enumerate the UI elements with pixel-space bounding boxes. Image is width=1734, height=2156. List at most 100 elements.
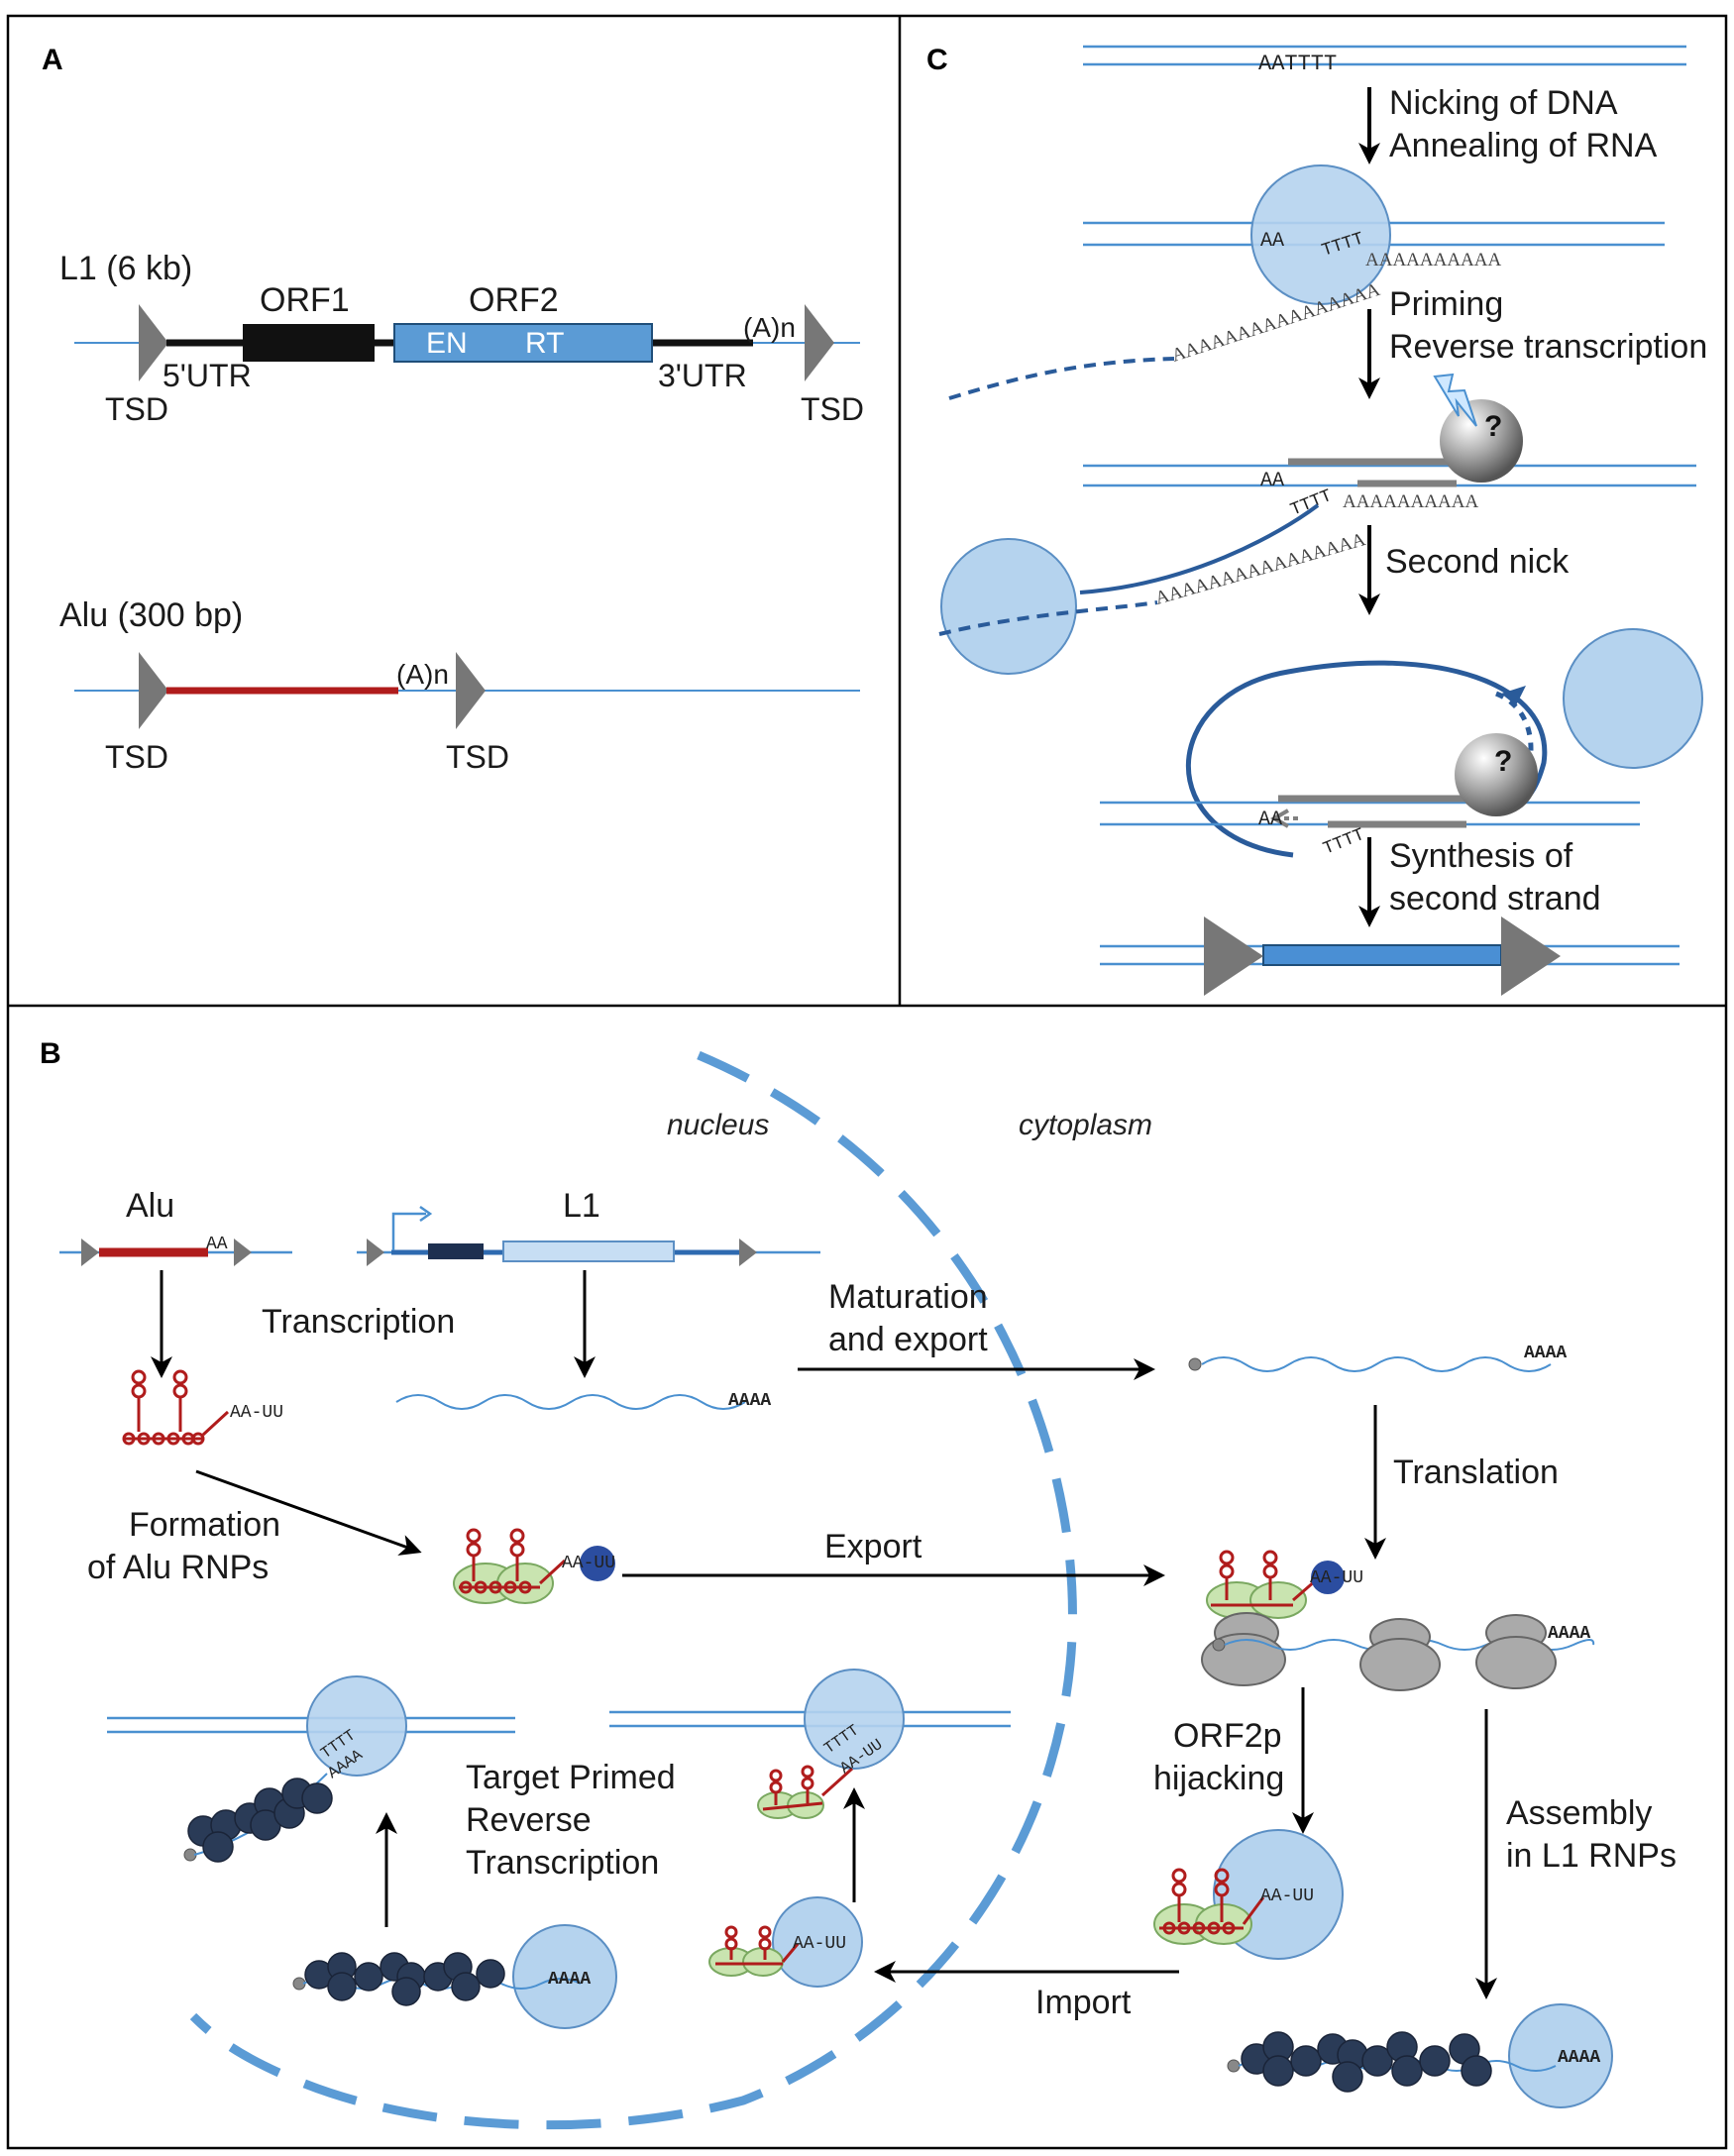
c-step1-line1: Nicking of DNA — [1389, 84, 1618, 122]
alu-polya-label: (A)n — [396, 659, 449, 690]
b-orf2p-line1: ORF2p — [1173, 1717, 1282, 1755]
alu-tsd-right-triangle — [456, 652, 486, 729]
l1-tsd-right-label: TSD — [801, 391, 864, 427]
b-cap-cyto — [1188, 1357, 1202, 1371]
c-loop-rna — [1186, 660, 1548, 858]
c-tttt-2: TTTT — [1288, 486, 1336, 521]
orf1-box — [243, 324, 375, 362]
c-tttt-3: TTTT — [1321, 825, 1368, 860]
b-tprt-line2: Reverse — [466, 1801, 592, 1839]
c-rnp-bubble-3 — [1563, 628, 1703, 769]
b-import-tail: AA-UU — [793, 1934, 846, 1954]
c-rnp-bubble-1 — [1250, 164, 1391, 305]
c-loop-dashed — [1494, 691, 1534, 809]
nucleus-label: nucleus — [667, 1109, 769, 1141]
c-rnp-bubble-2 — [940, 538, 1077, 675]
b-alu-aa: AA — [206, 1235, 228, 1254]
c-step4-line2: second strand — [1389, 880, 1601, 917]
orf1-label: ORF1 — [260, 281, 350, 319]
c-loop-arrowhead — [1501, 686, 1526, 705]
b-formation-line2: of Alu RNPs — [87, 1549, 269, 1586]
b-promoter-arrowhead — [419, 1205, 433, 1223]
alu-title: Alu (300 bp) — [59, 596, 243, 634]
b-hijacked-alu-rnp — [1153, 1829, 1344, 1960]
b-l1-orf1 — [428, 1243, 484, 1259]
alu-tsd-left-triangle — [139, 652, 168, 729]
b-l1-gene-label: L1 — [563, 1187, 600, 1225]
b-assembly-line2: in L1 RNPs — [1506, 1837, 1677, 1875]
l1-polya-label: (A)n — [743, 312, 796, 343]
c-final-tsd-left — [1204, 916, 1263, 996]
l1-title: L1 (6 kb) — [59, 250, 192, 287]
cytoplasm-label: cytoplasm — [1019, 1109, 1152, 1141]
orf2-box — [393, 323, 653, 363]
b-arrow-formation — [195, 1469, 422, 1556]
c-endonuclease-ball-1 — [1440, 399, 1523, 483]
utr3-label: 3'UTR — [658, 358, 747, 393]
panel-c: AATTTT Nicking of DNA Annealing of RNA A… — [938, 45, 1707, 996]
c-aa-1: AA — [1260, 230, 1284, 253]
c-question-1: ? — [1484, 410, 1502, 443]
b-export-label: Export — [824, 1528, 922, 1565]
c-final-insert-bar — [1262, 944, 1502, 966]
b-l1-orf2 — [502, 1240, 675, 1262]
rt-domain-label: RT — [525, 327, 564, 360]
c-step1-line2: Annealing of RNA — [1389, 127, 1658, 164]
b-srp-9-14-dot — [580, 1546, 615, 1581]
nuclear-envelope — [189, 1050, 1077, 2130]
b-l1-tsd-l — [367, 1239, 384, 1266]
b-ribo-tail: AA-UU — [1310, 1568, 1363, 1588]
b-alu-rnp — [453, 1528, 615, 1604]
c-aa-2: AA — [1260, 470, 1284, 492]
b-aaaa-import: AAAA — [548, 1970, 591, 1990]
alu-tsd-right-label: TSD — [446, 739, 509, 775]
panel-b-label: B — [40, 1037, 61, 1070]
c-rna-dashed-1 — [948, 357, 1175, 400]
b-hijack-tail: AA-UU — [1260, 1886, 1314, 1906]
c-synthesis-arrowhead — [1269, 808, 1289, 828]
c-step4-line1: Synthesis of — [1389, 837, 1573, 875]
c-polya-2b: AAAAAAAAAA — [1343, 491, 1478, 512]
b-alu-gene-label: Alu — [126, 1187, 174, 1225]
l1-tsd-left-triangle — [139, 304, 168, 381]
b-aaaa-nuclear: AAAA — [728, 1391, 771, 1411]
l1-tsd-right-triangle — [805, 304, 834, 381]
l1-tsd-left-label: TSD — [105, 391, 168, 427]
b-tprt-left-scene — [107, 1675, 515, 1863]
b-formation-line1: Formation — [129, 1506, 280, 1544]
panel-a-label: A — [42, 44, 63, 76]
b-maturation-line1: Maturation — [828, 1278, 988, 1316]
c-polya-1b: AAAAAAAAAA — [1365, 250, 1501, 270]
b-transcription-label: Transcription — [262, 1303, 455, 1341]
orf2-label: ORF2 — [469, 281, 559, 319]
c-step3: Second nick — [1385, 543, 1570, 581]
b-aaaa-cyto: AAAA — [1524, 1344, 1567, 1363]
utr5-label: 5'UTR — [163, 358, 252, 393]
b-assembly-line1: Assembly — [1506, 1794, 1652, 1832]
c-rna-solid-2 — [1079, 503, 1320, 594]
c-step2-line1: Priming — [1389, 285, 1503, 323]
b-aaaa-ribo: AAAA — [1548, 1624, 1590, 1644]
b-tprt-right-scene — [609, 1669, 1011, 1819]
b-translation-label: Translation — [1393, 1454, 1559, 1491]
b-aaaa-l1rnp: AAAA — [1558, 2048, 1600, 2068]
en-domain-label: EN — [426, 327, 468, 360]
alu-tsd-left-label: TSD — [105, 739, 168, 775]
b-l1-mrna-cyto — [1201, 1356, 1552, 1372]
b-alu-rna-structure — [122, 1369, 230, 1446]
c-aa-3: AA — [1258, 808, 1282, 831]
b-alu-rna-tail: AA-UU — [230, 1403, 283, 1423]
b-alu-tsd-l — [81, 1239, 99, 1266]
c-final-tsd-right — [1501, 916, 1561, 996]
b-l1-rnp-cyto — [1227, 2003, 1613, 2108]
b-ribosome-scene — [1201, 1550, 1595, 1691]
c-endonuclease-ball-2 — [1455, 733, 1538, 816]
b-import-label: Import — [1035, 1984, 1132, 2021]
panel-a: L1 (6 kb) ORF1 ORF2 EN RT (A)n 5'UTR 3'U… — [59, 250, 864, 775]
b-promoter-arrow — [391, 1212, 426, 1250]
panel-c-label: C — [926, 44, 948, 76]
c-lightning-icon — [1433, 373, 1477, 427]
b-alu-tsd-r — [234, 1239, 252, 1266]
